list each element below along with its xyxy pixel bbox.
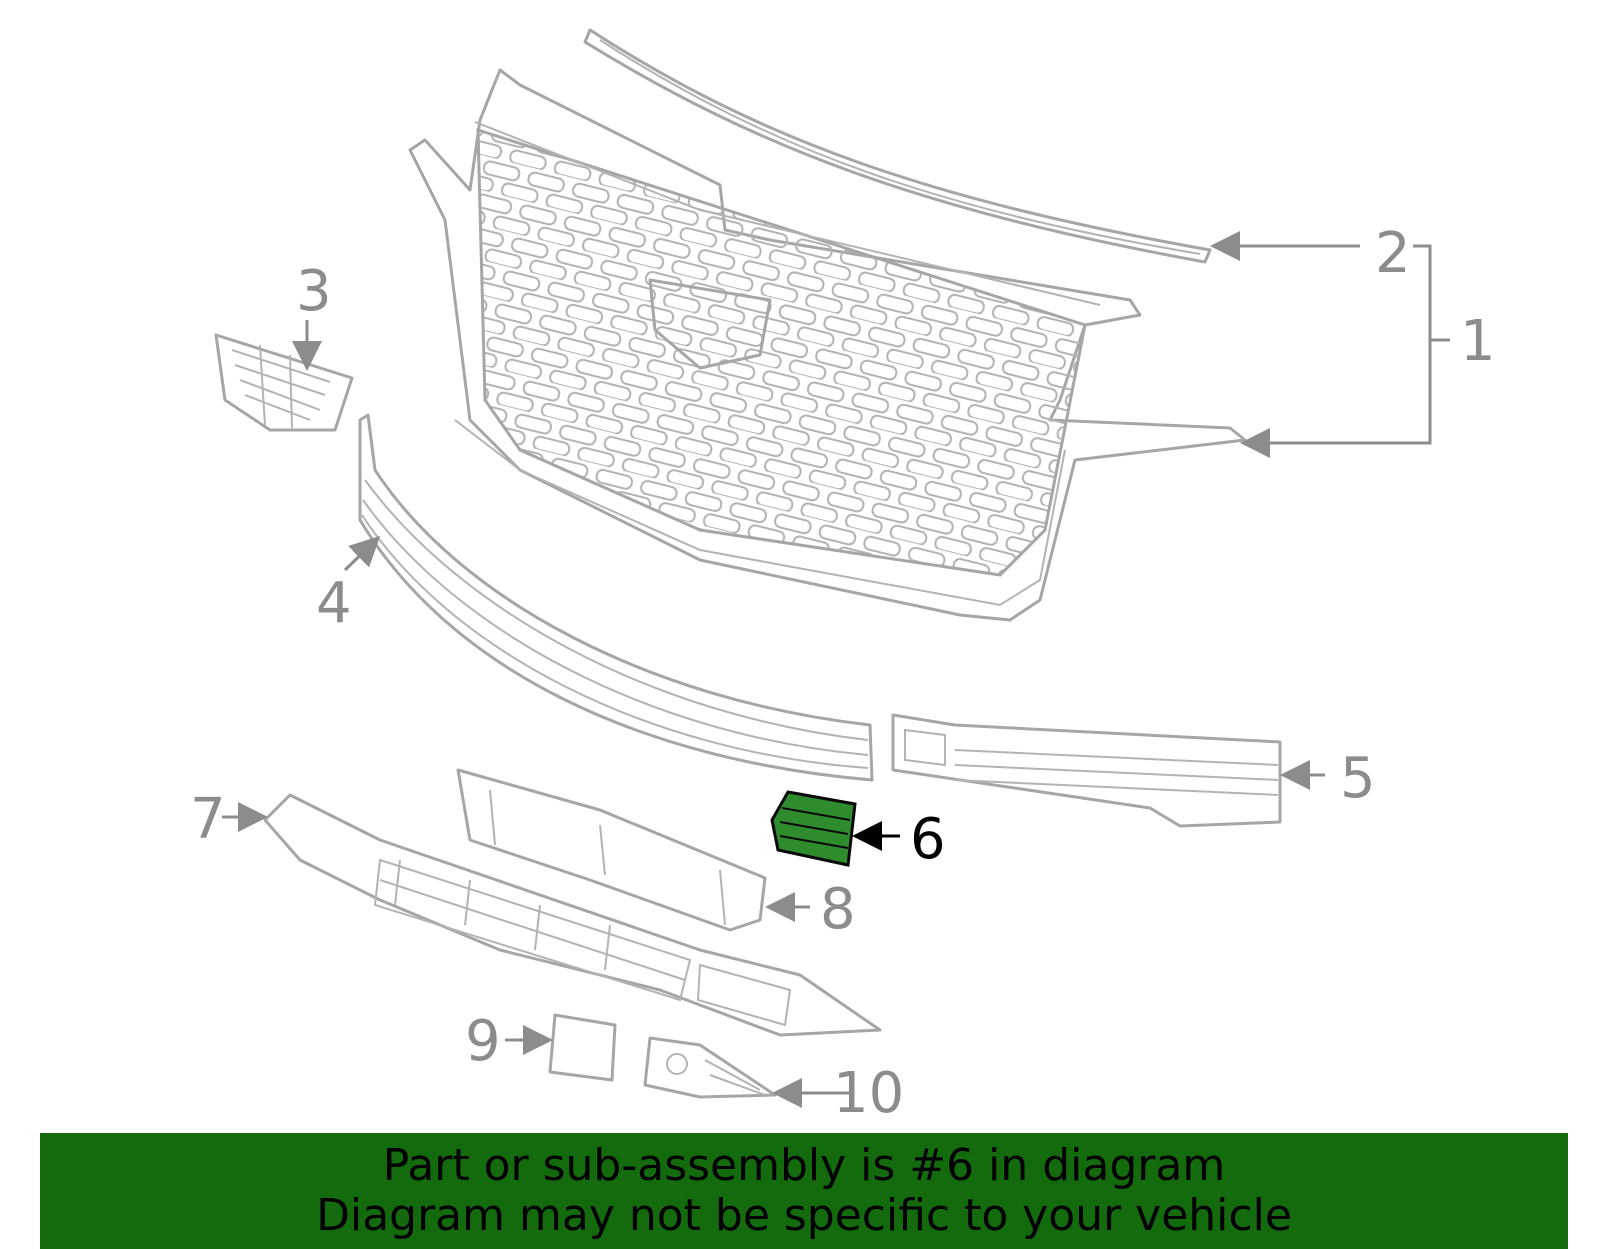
part-2-upper-molding	[583, 28, 1212, 264]
callout-4: 4	[316, 571, 352, 636]
callout-3: 3	[296, 259, 332, 324]
part-7-lower-grille-panel	[263, 793, 882, 1037]
callout-1: 1	[1460, 309, 1496, 374]
part-5-right-lower-trim	[891, 713, 1282, 828]
callout-5: 5	[1340, 746, 1376, 811]
part-8-lower-bracket	[456, 768, 767, 932]
part-4-lower-molding	[358, 413, 874, 782]
banner-line-1: Part or sub-assembly is #6 in diagram	[382, 1140, 1226, 1191]
parts-diagram: 2 1 3 4 5 6 7 8 9 10	[190, 28, 1496, 1126]
leader-lines	[222, 231, 1450, 1108]
callout-9: 9	[465, 1009, 501, 1074]
callout-8: 8	[820, 877, 856, 942]
banner-line-2: Diagram may not be specific to your vehi…	[316, 1190, 1292, 1241]
part-6-highlighted-bracket	[770, 790, 857, 867]
info-banner: Part or sub-assembly is #6 in diagram Di…	[40, 1133, 1568, 1249]
part-1-grille-assembly	[408, 68, 1247, 622]
part-9-cover	[548, 1013, 617, 1082]
callout-10: 10	[833, 1061, 904, 1126]
callout-6: 6	[910, 807, 946, 872]
part-3-emblem	[214, 333, 354, 432]
callout-7: 7	[190, 787, 226, 852]
callout-2: 2	[1375, 221, 1411, 286]
part-10-tow-hook-cover	[643, 1036, 777, 1099]
